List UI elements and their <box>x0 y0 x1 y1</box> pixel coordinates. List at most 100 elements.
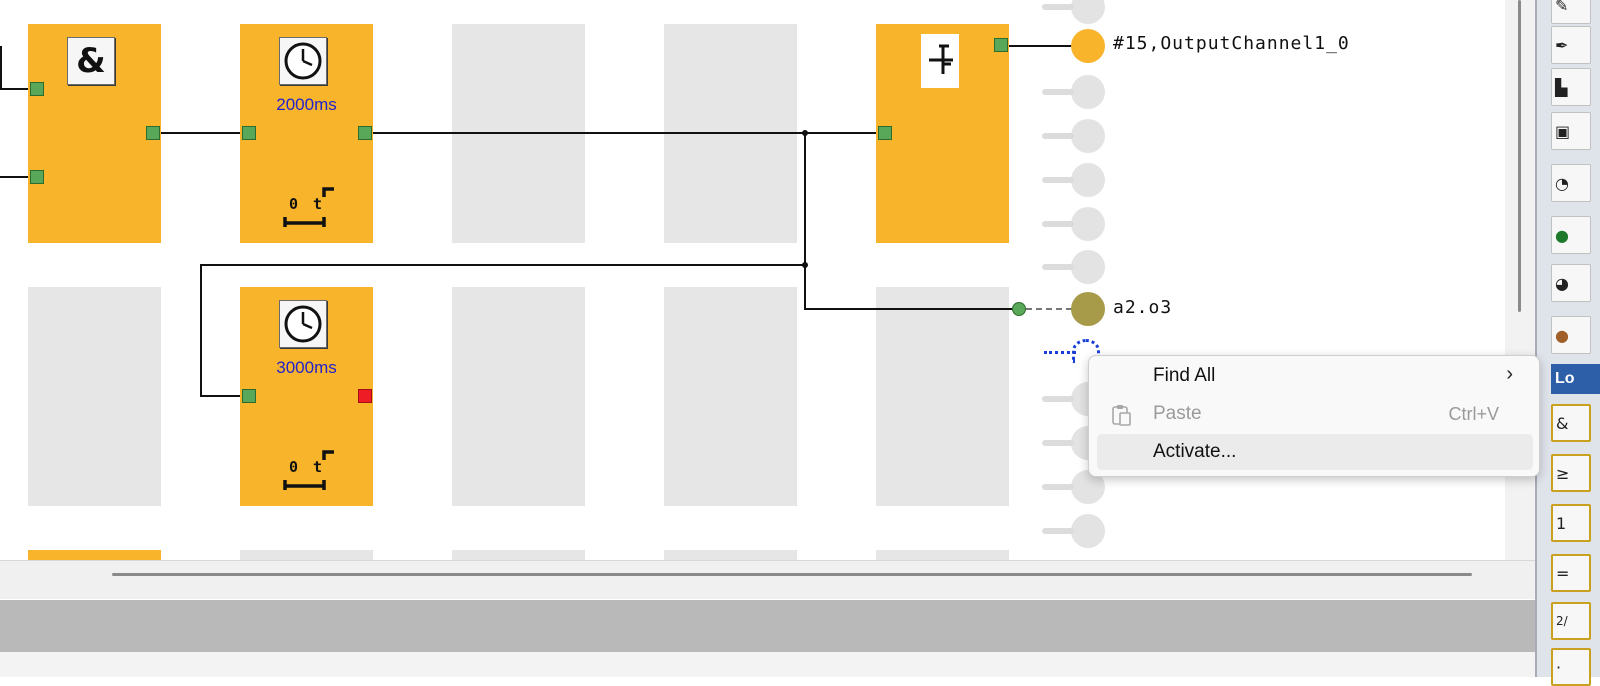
empty-slot[interactable] <box>876 550 1009 560</box>
empty-slot[interactable] <box>664 287 797 506</box>
output-channel-connector[interactable] <box>1071 29 1105 63</box>
palette-tool-8[interactable]: ● <box>1551 316 1591 354</box>
vertical-scrollbar-thumb[interactable] <box>1518 0 1521 312</box>
menu-item-activate[interactable]: Activate... <box>1097 434 1533 470</box>
empty-channel-stub <box>1042 484 1074 490</box>
green-button-icon: ● <box>1555 225 1569 245</box>
pen-icon: ✒ <box>1555 35 1569 55</box>
device-icon: ▣ <box>1555 121 1571 141</box>
pulse-timer-icon: 0 t <box>282 187 342 229</box>
empty-channel-stub <box>1042 440 1074 446</box>
axis-zero-label: 0 <box>289 195 299 213</box>
wire-junction <box>802 262 808 268</box>
a2-channel-connector[interactable] <box>1071 292 1105 326</box>
wire <box>200 264 202 397</box>
wire <box>0 88 30 90</box>
palette-logic-4[interactable]: = <box>1551 554 1591 592</box>
empty-channel-connector[interactable] <box>1071 119 1105 153</box>
empty-slot[interactable] <box>452 550 585 560</box>
clock-icon <box>279 300 327 348</box>
empty-channel-stub <box>1042 528 1074 534</box>
wire <box>1008 45 1074 47</box>
axis-zero-label: 0 <box>289 458 299 476</box>
palette-tool-6[interactable]: ● <box>1551 216 1591 254</box>
menu-item-label: Paste <box>1153 403 1202 424</box>
wire <box>200 395 244 397</box>
logic-icon: = <box>1556 563 1570 583</box>
empty-channel-stub <box>1042 396 1074 402</box>
wire <box>804 308 1016 310</box>
timer-block-2000ms[interactable]: 2000ms 0 t <box>240 24 373 243</box>
palette-logic-3[interactable]: 1 <box>1551 504 1591 542</box>
axis-t-label: t <box>313 195 323 213</box>
menu-item-label: Find All <box>1153 365 1216 386</box>
timer1-output-pin[interactable] <box>358 126 372 140</box>
menu-item-label: Activate... <box>1153 441 1237 462</box>
axis-t-label: t <box>313 458 323 476</box>
palette-logic-2[interactable]: ≥ <box>1551 454 1591 492</box>
wire <box>0 46 2 89</box>
wire <box>0 176 30 178</box>
horizontal-scrollbar[interactable] <box>0 560 1535 599</box>
wire-junction <box>802 130 808 136</box>
and-input-pin-2[interactable] <box>30 170 44 184</box>
timer-block-3000ms[interactable]: 3000ms 0 t <box>240 287 373 506</box>
empty-channel-connector[interactable] <box>1071 75 1105 109</box>
empty-channel-connector[interactable] <box>1071 163 1105 197</box>
pulse-timer-icon: 0 t <box>282 450 342 492</box>
and-gate-icon: & <box>67 37 115 85</box>
output-block-output-pin[interactable] <box>994 38 1008 52</box>
empty-channel-stub <box>1042 221 1074 227</box>
logic-icon: ≥ <box>1556 463 1570 483</box>
wire <box>370 132 882 134</box>
bottom-strip <box>0 652 1535 677</box>
palette-tool-2[interactable]: ✒ <box>1551 26 1591 64</box>
palette-tool-3[interactable]: ▙ <box>1551 68 1591 106</box>
palette-logic-6[interactable]: · <box>1551 648 1591 686</box>
a2-input-pin[interactable] <box>1012 302 1026 316</box>
menu-item-find-all[interactable]: Find All › <box>1097 358 1533 394</box>
palette-section-header[interactable]: Lo <box>1551 364 1600 394</box>
horizontal-scrollbar-thumb[interactable] <box>112 573 1472 576</box>
empty-channel-connector[interactable] <box>1071 250 1105 284</box>
and-function-block[interactable]: & <box>28 24 161 243</box>
empty-channel-connector[interactable] <box>1071 0 1105 24</box>
empty-slot[interactable] <box>240 550 373 560</box>
output-block-input-pin[interactable] <box>878 126 892 140</box>
tool-palette: ✎ ✒ ▙ ▣ ◔ ● ◕ ● Lo & ≥ 1 = 2/ · <box>1535 0 1600 686</box>
palette-tool-5[interactable]: ◔ <box>1551 164 1591 202</box>
empty-channel-connector[interactable] <box>1071 514 1105 548</box>
empty-channel-connector[interactable] <box>1071 207 1105 241</box>
empty-slot[interactable] <box>452 287 585 506</box>
a2-channel-label[interactable]: a2.o3 <box>1113 297 1173 318</box>
function-block-partial[interactable] <box>28 550 161 560</box>
output-function-block[interactable] <box>876 24 1009 243</box>
selection-indicator <box>1044 351 1076 354</box>
status-bar <box>0 600 1535 652</box>
palette-logic-1[interactable]: & <box>1551 404 1591 442</box>
palette-tool-7[interactable]: ◕ <box>1551 264 1591 302</box>
palette-tool-4[interactable]: ▣ <box>1551 112 1591 150</box>
and-input-pin-1[interactable] <box>30 82 44 96</box>
clock-icon <box>279 37 327 85</box>
empty-slot[interactable] <box>664 550 797 560</box>
timer2-input-pin[interactable] <box>242 389 256 403</box>
and-output-pin[interactable] <box>146 126 160 140</box>
empty-slot[interactable] <box>876 287 1009 506</box>
palette-tool-1[interactable]: ✎ <box>1551 0 1591 24</box>
logic-icon: 2/ <box>1556 614 1568 628</box>
timer2-output-pin-error[interactable] <box>358 389 372 403</box>
empty-slot[interactable] <box>28 287 161 506</box>
output-channel-label[interactable]: #15,OutputChannel1_0 <box>1113 33 1350 54</box>
palette-logic-5[interactable]: 2/ <box>1551 602 1591 640</box>
empty-channel-stub <box>1042 264 1074 270</box>
tool-icon: ✎ <box>1555 0 1569 15</box>
boot-icon: ▙ <box>1555 77 1568 97</box>
contact-icon <box>921 34 959 88</box>
timer1-input-pin[interactable] <box>242 126 256 140</box>
menu-item-paste[interactable]: Paste Ctrl+V <box>1097 396 1533 432</box>
logic-icon: 1 <box>1556 513 1567 533</box>
logic-editor-canvas[interactable]: & 2000ms 0 t 3000ms 0 t <box>0 0 1535 560</box>
wire <box>158 132 244 134</box>
paste-icon <box>1112 405 1131 426</box>
